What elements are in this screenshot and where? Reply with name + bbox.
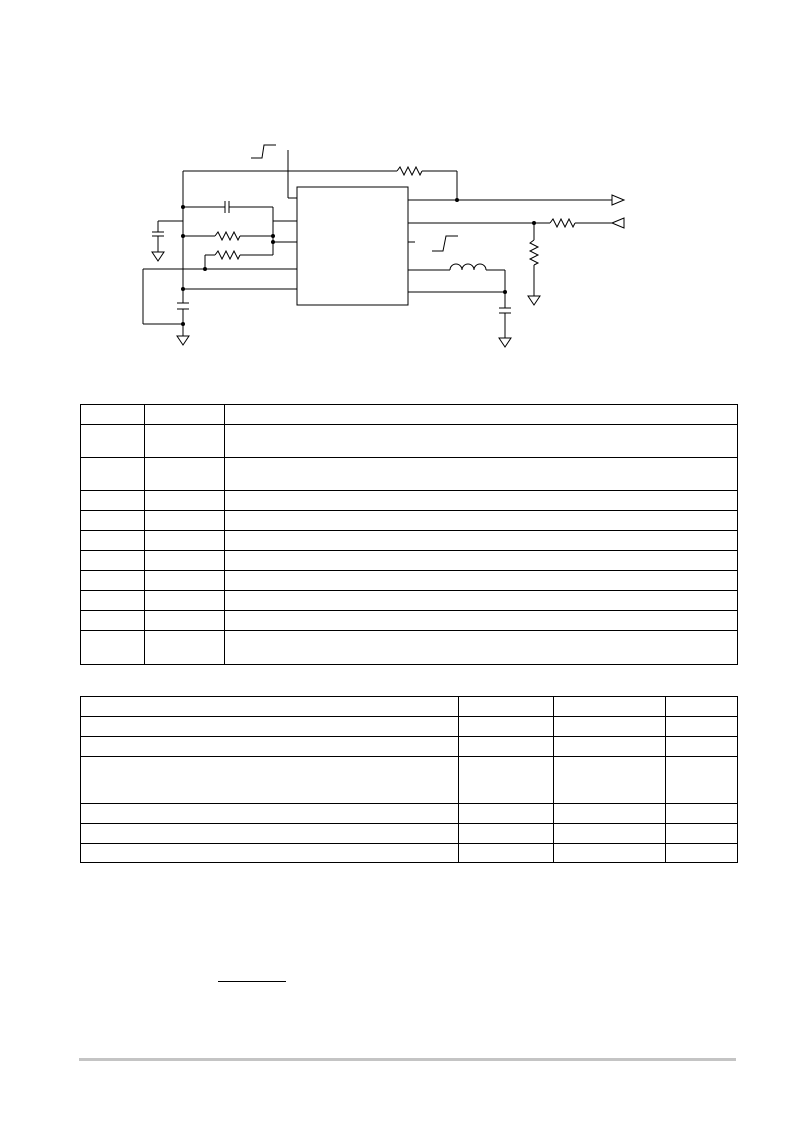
table-cell	[458, 823, 554, 844]
table-cell	[80, 736, 459, 757]
table-row	[80, 404, 738, 425]
table-cell	[553, 823, 666, 844]
table-cell	[144, 630, 225, 665]
table-cell	[553, 756, 666, 804]
table-cell	[144, 610, 225, 631]
table-cell	[80, 823, 459, 844]
table-cell	[553, 843, 666, 863]
table-cell	[144, 530, 225, 551]
resistor-right	[549, 217, 576, 229]
table-cell	[224, 610, 738, 631]
output-arrow	[611, 194, 626, 206]
table-cell	[80, 404, 145, 425]
table-cell	[665, 696, 738, 717]
table-cell	[144, 457, 225, 491]
table-cell	[224, 590, 738, 611]
table-cell	[80, 843, 459, 863]
table-cell	[80, 490, 145, 511]
table-cell	[144, 590, 225, 611]
table-cell	[224, 457, 738, 491]
table-row	[80, 550, 738, 571]
ic-body	[296, 186, 409, 306]
formula-fraction-bar	[218, 981, 286, 982]
input-arrow	[610, 217, 625, 229]
step-waveform-output	[432, 235, 458, 252]
ground-symbol-1	[151, 251, 165, 262]
table-cell	[553, 696, 666, 717]
table-cell	[665, 716, 738, 737]
table-row	[80, 510, 738, 531]
pin-description-table	[80, 404, 738, 665]
table-cell	[458, 756, 554, 804]
table-cell	[224, 570, 738, 591]
table-cell	[144, 570, 225, 591]
inductor	[449, 263, 487, 271]
table-cell	[80, 510, 145, 531]
table-cell	[553, 803, 666, 824]
table-cell	[553, 716, 666, 737]
table-cell	[144, 490, 225, 511]
table-cell	[458, 696, 554, 717]
resistor-vertical	[528, 239, 540, 266]
table-cell	[458, 803, 554, 824]
table-cell	[144, 404, 225, 425]
table-row	[80, 457, 738, 491]
table-cell	[458, 736, 554, 757]
table-cell	[665, 803, 738, 824]
resistor-left-2	[214, 249, 241, 261]
table-cell	[665, 843, 738, 863]
resistor-left-1	[214, 230, 241, 242]
table-row	[80, 490, 738, 511]
table-cell	[144, 424, 225, 458]
table-cell	[224, 510, 738, 531]
ground-symbol-3	[527, 295, 541, 306]
table-cell	[80, 630, 145, 665]
table-cell	[665, 736, 738, 757]
table-row	[80, 570, 738, 591]
table-row	[80, 630, 738, 665]
table-row	[80, 803, 738, 824]
table-row	[80, 756, 738, 804]
table-cell	[80, 550, 145, 571]
table-cell	[80, 530, 145, 551]
table-cell	[80, 716, 459, 737]
table-cell	[224, 630, 738, 665]
footer-divider	[79, 1058, 736, 1061]
table-cell	[665, 823, 738, 844]
table-row	[80, 610, 738, 631]
ground-symbol-2	[176, 335, 190, 346]
table-cell	[80, 570, 145, 591]
table-cell	[80, 424, 145, 458]
table-row	[80, 590, 738, 611]
table-row	[80, 823, 738, 844]
table-cell	[144, 510, 225, 531]
ground-symbol-4	[498, 337, 512, 348]
table-cell	[80, 696, 459, 717]
table-cell	[224, 550, 738, 571]
table-cell	[224, 530, 738, 551]
table-cell	[665, 756, 738, 804]
table-cell	[553, 736, 666, 757]
table-row	[80, 736, 738, 757]
table-cell	[224, 424, 738, 458]
table-cell	[458, 716, 554, 737]
table-row	[80, 843, 738, 863]
table-cell	[80, 610, 145, 631]
table-cell	[80, 457, 145, 491]
specification-table	[80, 696, 738, 863]
table-cell	[80, 590, 145, 611]
table-cell	[80, 803, 459, 824]
table-cell	[224, 490, 738, 511]
application-circuit-schematic	[142, 144, 626, 348]
table-cell	[224, 404, 738, 425]
table-row	[80, 716, 738, 737]
table-cell	[458, 843, 554, 863]
table-row	[80, 696, 738, 717]
table-row	[80, 424, 738, 458]
table-cell	[144, 550, 225, 571]
resistor-top	[396, 165, 423, 177]
table-row	[80, 530, 738, 551]
table-cell	[80, 756, 459, 804]
step-waveform-input	[251, 144, 276, 159]
